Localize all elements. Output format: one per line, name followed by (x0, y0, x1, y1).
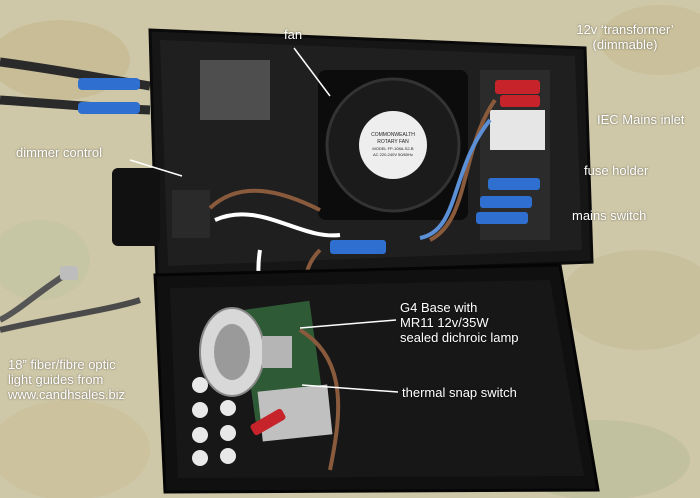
label-lamp-line2: MR11 12v/35W (400, 315, 489, 330)
leader-thermal (301, 384, 399, 393)
label-lamp: G4 Base with MR11 12v/35W sealed dichroi… (400, 300, 519, 345)
leader-fan (293, 47, 331, 97)
fan-sticker-rating: AC 220-240V 50/60Hz (373, 152, 413, 157)
lamp-wires (250, 328, 341, 471)
internal-wiring (208, 98, 497, 331)
fiber-cable-icon (0, 266, 141, 333)
label-dimmer-control: dimmer control (16, 145, 102, 160)
label-transformer-line2: (dimmable) (592, 37, 658, 52)
label-fiber-line3: www.candhsales.biz (8, 387, 126, 402)
label-fiber: 18” fiber/fibre optic light guides from … (8, 357, 125, 402)
label-transformer: 12v ‘transformer’ (dimmable) (570, 22, 680, 52)
fan-sticker: COMMONWEALTH ROTARY FAN MODEL FP-108A-S2… (371, 132, 415, 157)
dimmer-knob (112, 168, 210, 246)
label-thermal-switch: thermal snap switch (402, 385, 517, 400)
leader-lines (129, 47, 399, 393)
vent-grille (200, 60, 270, 120)
label-fan: fan (284, 27, 303, 42)
fan-icon (318, 70, 468, 220)
fan-sticker-model: MODEL FP-108A-S2-B (372, 146, 414, 151)
label-mains-switch: mains switch (572, 208, 647, 223)
leader-dimmer (129, 159, 183, 177)
lamp-icon (199, 307, 292, 397)
leader-lamp (299, 319, 397, 329)
input-cables (0, 57, 151, 115)
label-fuse-holder: fuse holder (584, 163, 649, 178)
label-iec-inlet: IEC Mains inlet (597, 112, 685, 127)
label-lamp-line3: sealed dichroic lamp (400, 330, 519, 345)
label-transformer-line1: 12v ‘transformer’ (576, 22, 674, 37)
label-lamp-line1: G4 Base with (400, 300, 478, 315)
transformer-block (476, 70, 550, 240)
label-fiber-line1: 18” fiber/fibre optic (8, 357, 116, 372)
fan-sticker-brand: COMMONWEALTH (371, 132, 415, 138)
fan-sticker-type: ROTARY FAN (377, 139, 409, 145)
label-fiber-line2: light guides from (8, 372, 104, 387)
